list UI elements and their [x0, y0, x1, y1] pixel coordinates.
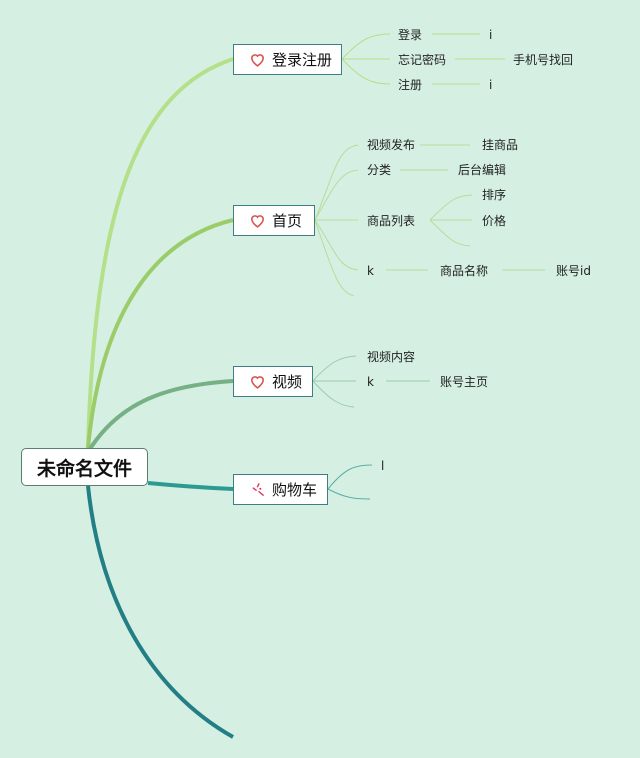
branch-video: [86, 379, 234, 454]
home-connectors: [314, 144, 545, 297]
leaf-video-content[interactable]: 视频内容: [367, 350, 416, 364]
login-connectors: [341, 33, 505, 85]
leaf-login-child[interactable]: i: [489, 28, 493, 42]
leaf-video-k[interactable]: k: [367, 375, 374, 389]
video-connectors: [312, 355, 430, 408]
leaf-login[interactable]: 登录: [398, 28, 423, 42]
leaf-register[interactable]: 注册: [398, 78, 423, 92]
leaf-home-k[interactable]: k: [367, 264, 374, 278]
leaf-forgot-password[interactable]: 忘记密码: [398, 53, 447, 67]
branch-login: [86, 57, 234, 449]
leaf-phone-recovery[interactable]: 手机号找回: [513, 53, 574, 67]
leaf-register-child[interactable]: i: [489, 78, 493, 92]
leaf-account-home[interactable]: 账号主页: [440, 375, 489, 389]
leaf-product-list[interactable]: 商品列表: [367, 214, 416, 228]
topic-label: 视频: [272, 373, 303, 391]
branch-empty: [86, 485, 234, 739]
branch-cart: [147, 481, 234, 491]
leaf-cart-l[interactable]: l: [381, 459, 385, 473]
leaf-attach-product[interactable]: 挂商品: [482, 138, 519, 152]
leaf-sort[interactable]: 排序: [482, 188, 507, 202]
leaf-video-publish[interactable]: 视频发布: [367, 138, 416, 152]
topic-login-register[interactable]: 登录注册: [233, 44, 342, 75]
topic-video[interactable]: 视频: [233, 366, 313, 397]
topic-cart[interactable]: 购物车: [233, 474, 328, 505]
topic-label: 首页: [272, 212, 303, 230]
branch-home: [86, 218, 234, 449]
root-topic[interactable]: 未命名文件: [21, 448, 148, 486]
leaf-product-name[interactable]: 商品名称: [440, 264, 489, 278]
heart-icon: [249, 212, 266, 229]
leaf-category[interactable]: 分类: [367, 163, 392, 177]
topic-label: 登录注册: [272, 51, 333, 69]
leaf-backend-edit[interactable]: 后台编辑: [458, 163, 507, 177]
cart-connectors: [327, 464, 373, 500]
topic-home[interactable]: 首页: [233, 205, 315, 236]
heart-icon: [249, 51, 266, 68]
leaf-account-id[interactable]: 账号id: [556, 264, 591, 278]
leaf-price[interactable]: 价格: [482, 214, 507, 228]
sparkle-icon: [249, 481, 266, 498]
heart-icon: [249, 373, 266, 390]
topic-label: 购物车: [272, 481, 318, 499]
